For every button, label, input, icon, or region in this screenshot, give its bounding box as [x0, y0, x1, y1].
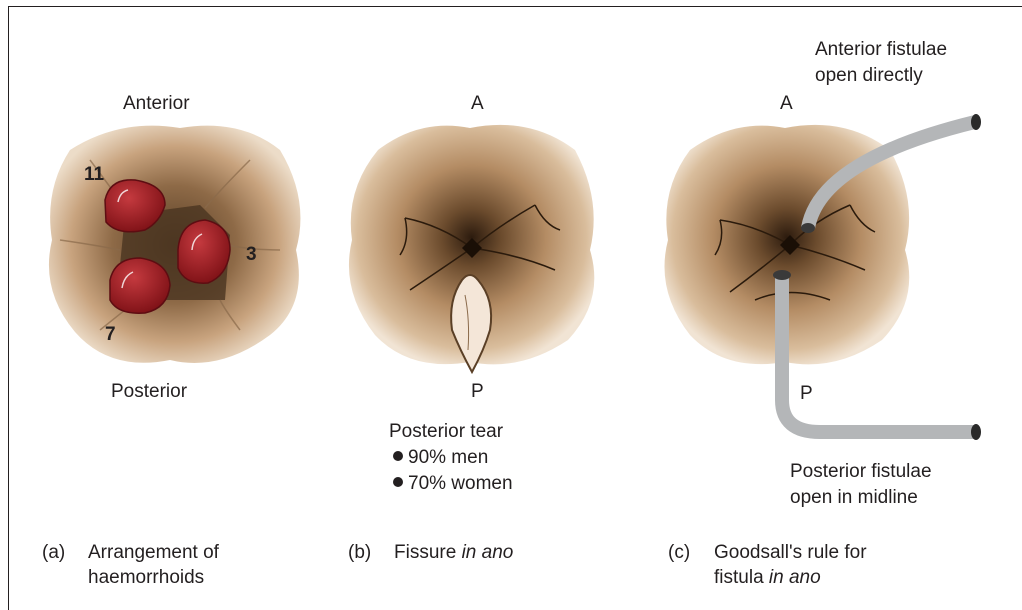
panel-b-posterior-label: P [471, 380, 484, 404]
caption-c-line2-plain: fistula [714, 567, 769, 588]
caption-a-line2: haemorrhoids [88, 565, 204, 590]
caption-c: (c) Goodsall's rule for fistula in ano [668, 540, 968, 595]
posterior-external-opening [971, 424, 981, 440]
panel-c-anterior-label: A [780, 92, 793, 116]
bullet-women: 70% women [393, 472, 513, 496]
haemorrhoid-7 [110, 258, 170, 313]
position-label-7: 7 [105, 324, 116, 346]
panel-b-illustration [349, 125, 594, 372]
anterior-internal-opening [801, 223, 815, 233]
bullet-dot [393, 451, 403, 461]
anterior-external-opening [971, 114, 981, 130]
bullet-women-text: 70% women [408, 473, 513, 494]
anterior-note-line2: open directly [815, 64, 923, 88]
caption-a-letter: (a) [42, 540, 65, 565]
caption-c-line1: Goodsall's rule for [714, 540, 867, 565]
caption-c-line2-italic: in ano [769, 567, 821, 588]
haemorrhoid-3 [178, 220, 230, 283]
caption-b-text: Fissure in ano [394, 540, 513, 565]
posterior-note-line1: Posterior fistulae [790, 460, 932, 484]
panel-a-posterior-label: Posterior [111, 380, 187, 404]
caption-b-italic: in ano [462, 542, 514, 563]
caption-a: (a) Arrangement of haemorrhoids [42, 540, 302, 595]
panel-a-anterior-label: Anterior [123, 92, 190, 116]
posterior-note-line2: open in midline [790, 486, 918, 510]
bullet-men-text: 90% men [408, 447, 488, 468]
caption-c-letter: (c) [668, 540, 690, 565]
posterior-tear-title: Posterior tear [389, 420, 503, 444]
bullet-dot [393, 477, 403, 487]
caption-b-plain: Fissure [394, 542, 462, 563]
caption-a-line1: Arrangement of [88, 540, 219, 565]
anterior-note-line1: Anterior fistulae [815, 38, 947, 62]
bullet-men: 90% men [393, 446, 488, 470]
position-label-3: 3 [246, 244, 257, 266]
caption-b: (b) Fissure in ano [348, 540, 608, 570]
posterior-internal-opening [773, 270, 791, 280]
panel-b-anterior-label: A [471, 92, 484, 116]
position-label-11: 11 [84, 164, 104, 186]
panel-a-illustration [49, 126, 301, 363]
caption-c-line2: fistula in ano [714, 565, 821, 590]
caption-b-letter: (b) [348, 540, 371, 565]
panel-c-illustration [664, 114, 981, 440]
panel-c-posterior-label: P [800, 382, 813, 406]
